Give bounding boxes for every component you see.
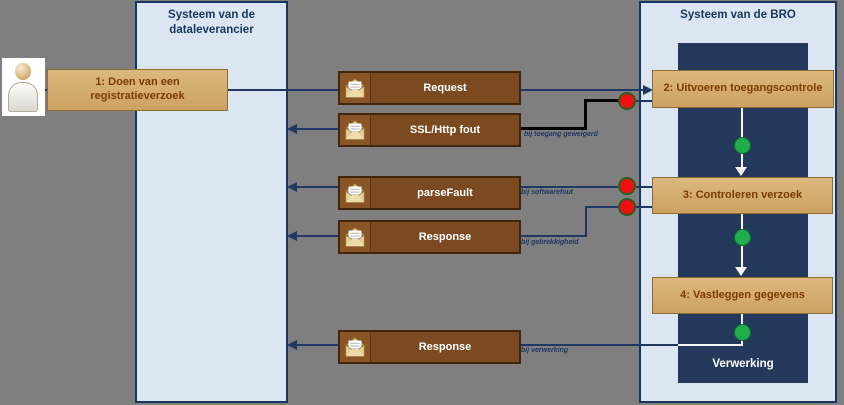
step3-green-connector bbox=[741, 214, 743, 231]
response-reject-h1 bbox=[585, 206, 618, 208]
ssl-return-line bbox=[296, 128, 338, 130]
data-supplier-actor bbox=[2, 58, 45, 116]
step-3-box: 3: Controleren verzoek bbox=[652, 177, 833, 214]
step4-down-arrowhead-icon bbox=[735, 267, 747, 276]
condition-toegang-geweigerd: bij toegang geweigerd bbox=[524, 131, 598, 138]
green1-step3-connector bbox=[741, 152, 743, 168]
message-request: Request bbox=[338, 71, 521, 105]
final-response-white-v bbox=[741, 339, 743, 346]
message-response-final: Response bbox=[338, 330, 521, 364]
message-parsefault: parseFault bbox=[338, 176, 521, 210]
message-response-reject-label: Response bbox=[418, 231, 472, 243]
parsefault-line bbox=[521, 186, 618, 188]
panel-dataleverancier: Systeem van de dataleverancier bbox=[135, 1, 288, 403]
condition-gebrekkigheid: bij gebrekkigheid bbox=[521, 239, 579, 246]
message-parsefault-label: parseFault bbox=[417, 187, 473, 199]
person-body-icon bbox=[8, 82, 38, 112]
ssl-return-arrowhead-icon bbox=[287, 124, 297, 134]
response-reject-return-line bbox=[296, 235, 338, 237]
red-stop-dot-step3-a bbox=[618, 177, 636, 195]
step3-reddot1-link bbox=[636, 186, 652, 188]
step3-down-arrowhead-icon bbox=[735, 167, 747, 176]
response-reject-h2 bbox=[521, 235, 587, 237]
step2-reddot-link bbox=[636, 100, 652, 102]
step2-green-connector bbox=[741, 108, 743, 138]
step-2-box: 2: Uitvoeren toegangscontrole bbox=[652, 70, 834, 108]
panel-bro-title: Systeem van de BRO bbox=[680, 9, 796, 21]
green-ok-dot-2 bbox=[734, 229, 751, 246]
final-response-arrowhead-icon bbox=[287, 340, 297, 350]
message-ssl-http-fout-label: SSL/Http fout bbox=[409, 124, 481, 136]
ssl-error-line-v bbox=[584, 99, 587, 130]
condition-softwarefout: bij softwarefout bbox=[521, 189, 574, 196]
parsefault-return-line bbox=[296, 186, 338, 188]
green2-step4-connector bbox=[741, 246, 743, 268]
red-stop-dot-step2 bbox=[618, 92, 636, 110]
person-icon bbox=[15, 63, 31, 80]
final-response-white-h bbox=[678, 344, 743, 346]
envelope-icon bbox=[340, 73, 371, 103]
verwerking-label: Verwerking bbox=[712, 358, 774, 370]
green-ok-dot-1 bbox=[734, 137, 751, 154]
step-1-box: 1: Doen van een registratieverzoek bbox=[47, 69, 228, 111]
envelope-icon bbox=[340, 222, 371, 252]
step4-green-connector bbox=[741, 314, 743, 325]
message-response-final-label: Response bbox=[418, 341, 472, 353]
condition-verwerking: bij verwerking bbox=[521, 347, 569, 354]
panel-dataleverancier-title: Systeem van de dataleverancier bbox=[168, 9, 255, 36]
message-response-reject: Response bbox=[338, 220, 521, 254]
message-ssl-http-fout: SSL/Http fout bbox=[338, 113, 521, 147]
response-reject-arrowhead-icon bbox=[287, 231, 297, 241]
step3-reddot2-link bbox=[636, 206, 652, 208]
red-stop-dot-step3-b bbox=[618, 198, 636, 216]
ssl-error-line-h2 bbox=[521, 127, 587, 130]
request-arrowhead-icon bbox=[643, 85, 653, 95]
response-reject-v bbox=[585, 206, 587, 237]
message-request-label: Request bbox=[423, 82, 467, 94]
envelope-icon bbox=[340, 332, 371, 362]
parsefault-return-arrowhead-icon bbox=[287, 182, 297, 192]
green-ok-dot-3 bbox=[734, 324, 751, 341]
ssl-error-line-h1 bbox=[584, 99, 620, 102]
step-4-box: 4: Vastleggen gegevens bbox=[652, 277, 833, 314]
request-line-right bbox=[521, 89, 644, 91]
envelope-icon bbox=[340, 115, 371, 145]
envelope-icon bbox=[340, 178, 371, 208]
